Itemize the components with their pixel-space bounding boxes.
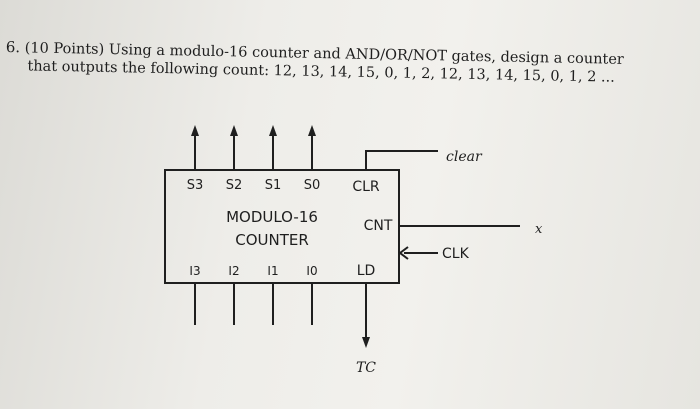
label-s2: S2 [226,178,243,193]
label-x: x [535,222,543,237]
clear-line [365,150,438,170]
label-counter: COUNTER [235,231,309,249]
label-s1: S1 [265,178,282,193]
label-clear: clear [446,149,483,165]
label-modulo-16: MODULO-16 [226,208,318,226]
arrow-up-icon [230,125,238,136]
arrow-down-icon [362,337,370,348]
label-s0: S0 [304,178,321,193]
label-clr: CLR [352,179,380,195]
label-s3: S3 [187,178,204,193]
label-clk: CLK [442,246,470,262]
label-cnt: CNT [364,218,393,234]
label-tc: TC [356,360,376,376]
label-i1: I1 [267,264,278,278]
arrow-up-icon [269,125,277,136]
arrow-up-icon [191,125,199,136]
label-i0: I0 [306,264,317,278]
label-i2: I2 [228,264,239,278]
arrow-up-icon [308,125,316,136]
label-i3: I3 [189,264,200,278]
label-ld: LD [357,263,376,279]
clock-triangle-icon [398,246,409,260]
